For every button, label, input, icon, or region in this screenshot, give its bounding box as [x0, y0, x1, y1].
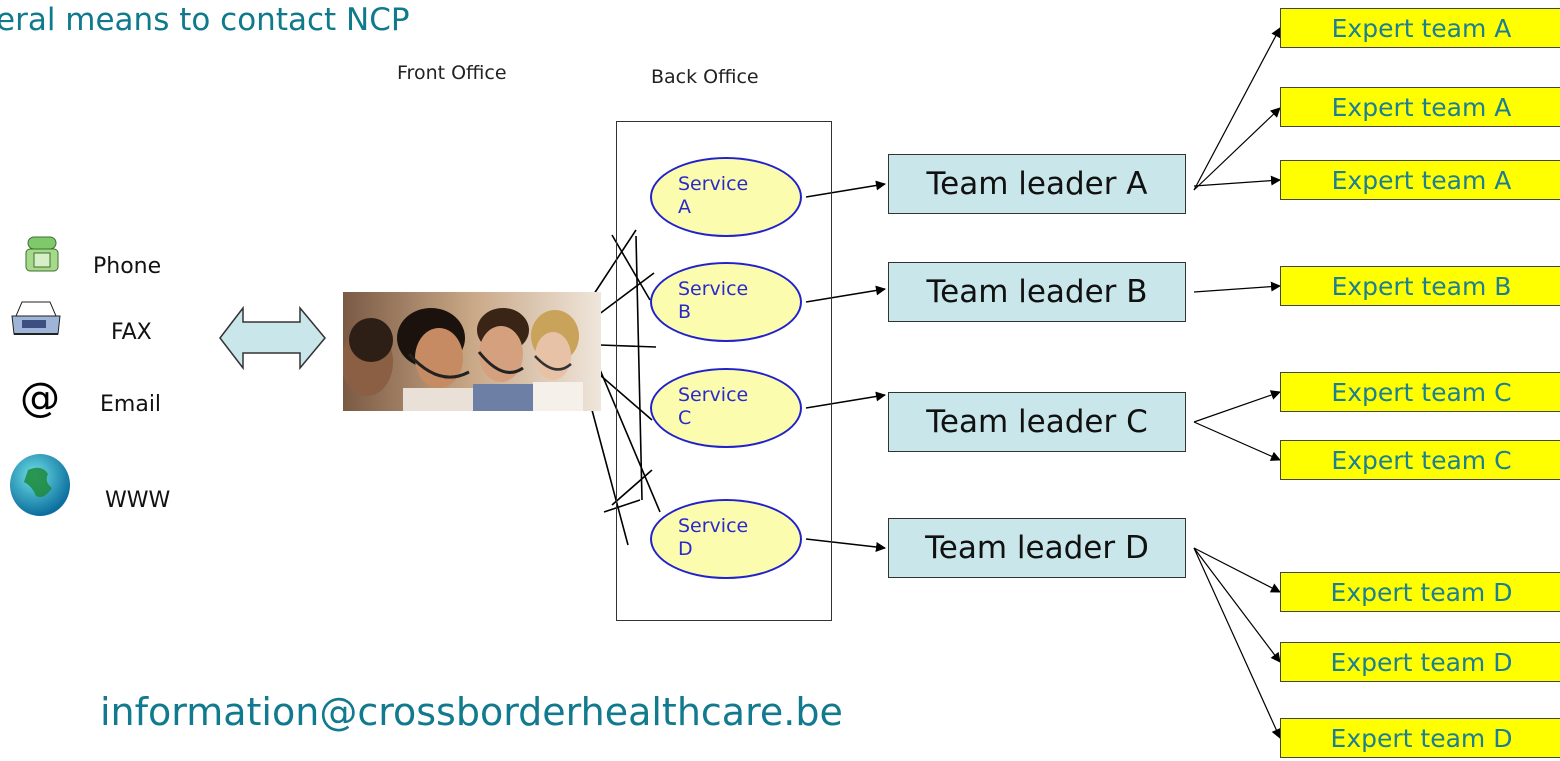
globe-icon	[8, 452, 72, 522]
page-title: eral means to contact NCP	[0, 2, 410, 38]
team-leader-d: Team leader D	[888, 518, 1186, 578]
service-b-letter: B	[678, 301, 692, 323]
expert-team-a-2: Expert team A	[1280, 87, 1560, 127]
fax-icon	[8, 300, 64, 344]
team-leader-b: Team leader B	[888, 262, 1186, 322]
back-office-box	[616, 121, 832, 621]
service-c-node: Service C	[650, 368, 802, 448]
call-center-photo	[343, 292, 601, 411]
expert-team-b-1: Expert team B	[1280, 266, 1560, 306]
channel-label-email: Email	[100, 392, 162, 417]
channel-label-www: WWW	[105, 488, 171, 513]
expert-team-c-2: Expert team C	[1280, 440, 1560, 480]
service-c-label: Service	[678, 384, 749, 406]
at-icon: @	[20, 375, 60, 421]
phone-icon	[22, 235, 62, 279]
front-office-label: Front Office	[397, 62, 507, 84]
routing-lines	[587, 229, 661, 546]
service-a-letter: A	[678, 196, 691, 218]
service-d-label: Service	[678, 515, 749, 537]
expert-team-d-1: Expert team D	[1280, 572, 1560, 612]
service-d-node: Service D	[650, 499, 802, 579]
service-b-node: Service B	[650, 262, 802, 342]
expert-team-d-2: Expert team D	[1280, 642, 1560, 682]
team-leader-c: Team leader C	[888, 392, 1186, 452]
service-d-letter: D	[678, 538, 693, 560]
service-c-letter: C	[678, 407, 692, 429]
service-a-node: Service A	[650, 157, 802, 237]
expert-team-a-3: Expert team A	[1280, 160, 1560, 200]
channel-label-phone: Phone	[93, 254, 162, 279]
expert-team-a-1: Expert team A	[1280, 8, 1560, 48]
service-a-label: Service	[678, 173, 749, 195]
expert-team-c-1: Expert team C	[1280, 372, 1560, 412]
double-arrow-icon	[219, 305, 326, 371]
back-office-label: Back Office	[651, 66, 759, 88]
service-b-label: Service	[678, 278, 749, 300]
team-leader-a: Team leader A	[888, 154, 1186, 214]
channel-label-fax: FAX	[111, 320, 152, 345]
contact-email: information@crossborderhealthcare.be	[100, 690, 843, 734]
expert-team-d-3: Expert team D	[1280, 718, 1560, 758]
